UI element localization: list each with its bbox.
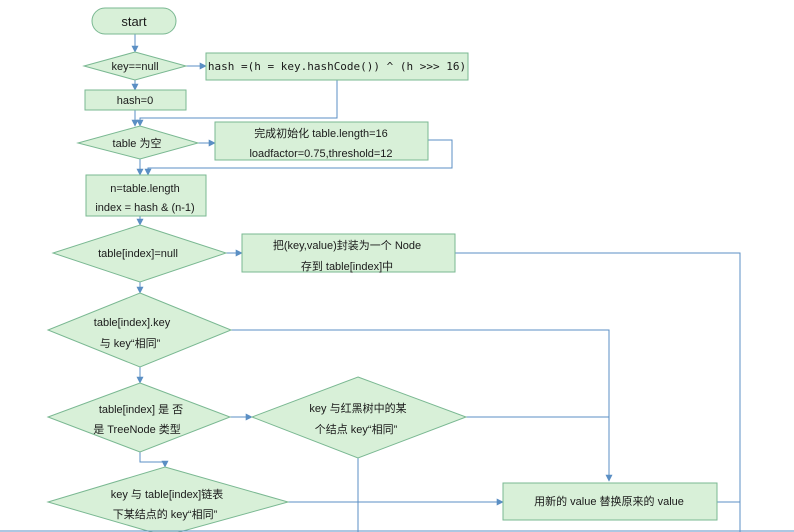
process-hash-formula xyxy=(205,52,469,81)
replace-value-label: 用新的 value 替换原来的 value xyxy=(534,494,684,508)
rbtree-label-line2: 个结点 key“相同” xyxy=(315,423,398,436)
decision-table-empty xyxy=(76,125,200,160)
decision-is-treenode xyxy=(46,382,232,453)
key-same-label-line1: table[index].key xyxy=(94,317,171,329)
list-label-line1: key 与 table[index]链表 xyxy=(111,487,224,501)
edge-hashformula-to-tableempty xyxy=(136,80,338,127)
key-null-label: key==null xyxy=(111,61,158,73)
decision-table-index-null xyxy=(51,224,228,283)
edge-keysame-to-replace xyxy=(231,329,613,482)
treenode-label-line2: 是 TreeNode 类型 xyxy=(93,422,181,436)
decision-key-null xyxy=(82,51,188,81)
table-empty-label: table 为空 xyxy=(113,136,162,150)
edge-init-to-n xyxy=(144,139,453,176)
start-terminator xyxy=(91,7,177,35)
process-init xyxy=(214,121,429,161)
n-label-line2: index = hash & (n-1) xyxy=(95,202,194,214)
edge-wrap-to-right xyxy=(455,252,741,532)
process-replace-value xyxy=(502,482,718,521)
hash-zero-label: hash=0 xyxy=(117,95,153,107)
n-label-line1: n=table.length xyxy=(110,183,179,195)
process-hash-zero xyxy=(84,89,187,111)
process-wrap-node xyxy=(241,233,456,273)
rbtree-label-line1: key 与红黑树中的某 xyxy=(309,401,406,415)
key-same-label-line2: 与 key“相同” xyxy=(100,337,161,350)
wrap-label-line2: 存到 table[index]中 xyxy=(301,259,393,273)
start-label: start xyxy=(121,14,147,29)
table-index-null-label: table[index]=null xyxy=(98,248,178,260)
wrap-label-line1: 把(key,value)封装为一个 Node xyxy=(273,238,421,252)
hash-formula-label: hash =(h = key.hashCode()) ^ (h >>> 16) xyxy=(208,60,466,73)
init-label-line2: loadfactor=0.75,threshold=12 xyxy=(249,148,392,160)
process-n-index xyxy=(85,174,207,217)
connectors xyxy=(131,34,741,532)
decision-list-key-same xyxy=(46,466,290,532)
decision-rbtree-key-same xyxy=(250,376,468,459)
treenode-label-line1: table[index] 是 否 xyxy=(99,403,183,416)
list-label-line2: 下某结点的 key“相同” xyxy=(113,507,218,521)
decision-key-same xyxy=(46,292,233,368)
init-label-line1: 完成初始化 table.length=16 xyxy=(254,126,388,140)
edge-treenode-to-list xyxy=(139,452,169,468)
